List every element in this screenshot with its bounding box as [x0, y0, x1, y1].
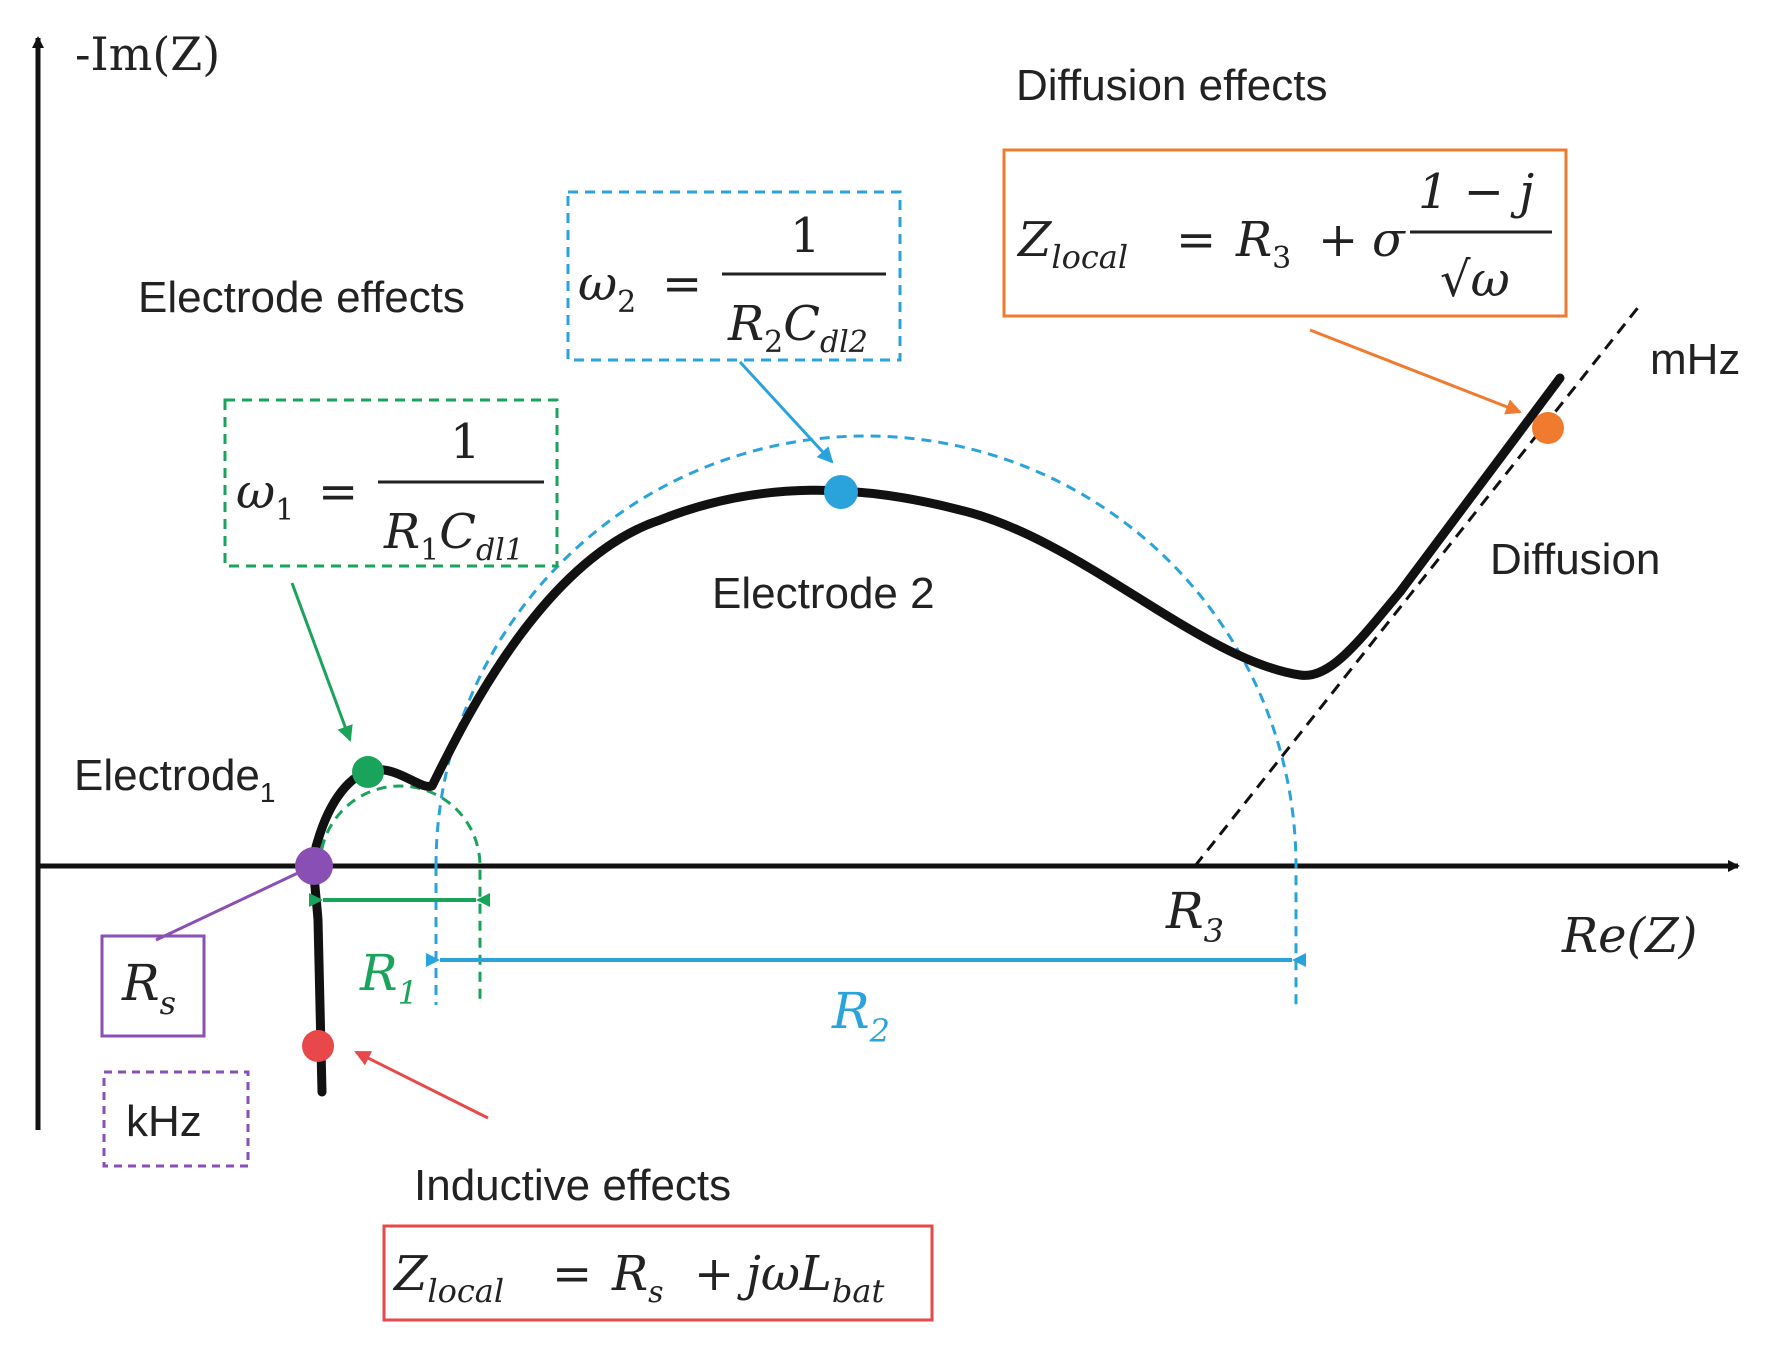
electrode2-fit-arc: [434, 434, 1298, 1005]
diffusion-z-sub: local: [1051, 238, 1128, 276]
svg-text:ω1: ω1: [236, 464, 294, 528]
inductive-z: Z: [392, 1246, 429, 1302]
diffusion-z: Z: [1016, 212, 1053, 268]
omega1-num: 1: [450, 414, 481, 470]
omega1-formula-box: [223, 398, 559, 568]
rs-label-sub: s: [160, 984, 176, 1022]
omega2-den-r: R: [727, 296, 764, 352]
rs-connector: [155, 870, 301, 942]
arrow-inductive: [354, 1050, 489, 1120]
electrode2-point: [824, 475, 858, 509]
omega2-den-c-sub: dl2: [820, 325, 868, 360]
omega1-den-r: R: [383, 504, 420, 560]
impedance-curve: [309, 373, 1565, 1097]
rs-point: [295, 847, 333, 885]
arrow-omega1: [290, 582, 353, 742]
rs-box: [100, 934, 206, 1038]
omega2-den-c: C: [783, 296, 820, 352]
diffusion-label: Diffusion: [1490, 535, 1660, 584]
diffusion-plus: +: [1318, 212, 1358, 268]
inductive-point: [302, 1030, 334, 1062]
x-axis-label: Re(Z): [1561, 908, 1697, 964]
r2-label-main: R: [831, 982, 870, 1040]
diffusion-formula: Zlocal = R3 + σ 1 − j √ω: [1016, 164, 1552, 308]
omega1-den-c-sub: dl1: [476, 533, 524, 568]
inductive-effects-label: Inductive effects: [414, 1161, 731, 1210]
diffusion-eq: =: [1176, 212, 1216, 268]
omega1-eq: =: [318, 464, 358, 520]
mhz-label: mHz: [1650, 335, 1740, 384]
diffusion-r-sub: 3: [1272, 241, 1291, 276]
electrode1-fit-arc: [318, 784, 482, 1005]
omega2-lhs-sub: 2: [617, 285, 636, 320]
svg-text:R1Cdl1: R1Cdl1: [383, 504, 524, 568]
r3-label-sub: 3: [1204, 912, 1224, 950]
electrode1-label-sub: 1: [260, 777, 276, 808]
omega2-lhs: ω: [578, 256, 617, 312]
omega2-den-r-sub: 2: [764, 325, 783, 360]
omega2-eq: =: [662, 256, 702, 312]
inductive-eq: =: [552, 1246, 592, 1302]
omega2-formula-box: [566, 190, 902, 362]
rs-label-main: R: [121, 954, 160, 1012]
electrode1-label-main: Electrode: [74, 751, 260, 800]
svg-text:Zlocal: Zlocal: [392, 1246, 504, 1310]
svg-text:Rs: Rs: [611, 1246, 664, 1310]
diffusion-den: √ω: [1440, 252, 1510, 308]
khz-box: [102, 1070, 250, 1168]
svg-text:jωLbat: jωLbat: [737, 1246, 884, 1310]
diffusion-r: R: [1235, 212, 1272, 268]
electrode-effects-label: Electrode effects: [138, 273, 465, 322]
svg-text:Zlocal: Zlocal: [1016, 212, 1128, 276]
omega2-num: 1: [790, 208, 821, 264]
omega1-den-c: C: [439, 504, 476, 560]
khz-label: kHz: [126, 1097, 202, 1146]
r1-label-main: R: [359, 944, 398, 1002]
omega1-lhs: ω: [236, 464, 275, 520]
electrode1-point: [352, 756, 384, 788]
inductive-jwl: jωL: [737, 1246, 832, 1302]
inductive-formula-box: [382, 1224, 934, 1322]
diffusion-effects-label: Diffusion effects: [1016, 61, 1327, 110]
r2-label-sub: 2: [869, 1012, 890, 1050]
svg-text:R3: R3: [1235, 212, 1291, 276]
electrode1-label: Electrode1: [74, 751, 275, 808]
inductive-r: R: [611, 1246, 648, 1302]
rs-label: Rs: [121, 954, 176, 1022]
diffusion-point: [1532, 412, 1564, 444]
svg-text:R2Cdl2: R2Cdl2: [727, 296, 868, 360]
diffusion-formula-box: [1002, 148, 1568, 318]
diffusion-asymptote: [1193, 304, 1642, 867]
r3-label-main: R: [1165, 882, 1204, 940]
inductive-plus: +: [694, 1246, 734, 1302]
y-axis-label: -Im(Z): [75, 27, 220, 81]
electrode2-label: Electrode 2: [712, 569, 935, 618]
arrow-diffusion: [1309, 328, 1522, 415]
inductive-l-sub: bat: [832, 1272, 885, 1310]
r3-label: R3: [1165, 882, 1224, 950]
diffusion-sigma: σ: [1372, 212, 1406, 268]
arrow-omega2: [738, 360, 834, 464]
inductive-formula: Zlocal = Rs + jωLbat: [392, 1246, 884, 1310]
inductive-z-sub: local: [427, 1272, 504, 1310]
omega1-formula: ω1 = 1 R1Cdl1: [236, 414, 544, 568]
omega1-den-r-sub: 1: [420, 533, 439, 568]
svg-text:ω2: ω2: [578, 256, 636, 320]
r1-label: R1: [359, 944, 418, 1012]
omega2-formula: ω2 = 1 R2Cdl2: [578, 208, 886, 360]
omega1-lhs-sub: 1: [275, 493, 294, 528]
inductive-r-sub: s: [648, 1275, 663, 1310]
diffusion-num: 1 − j: [1418, 164, 1534, 220]
r2-label: R2: [831, 982, 890, 1050]
r1-label-sub: 1: [398, 974, 418, 1012]
